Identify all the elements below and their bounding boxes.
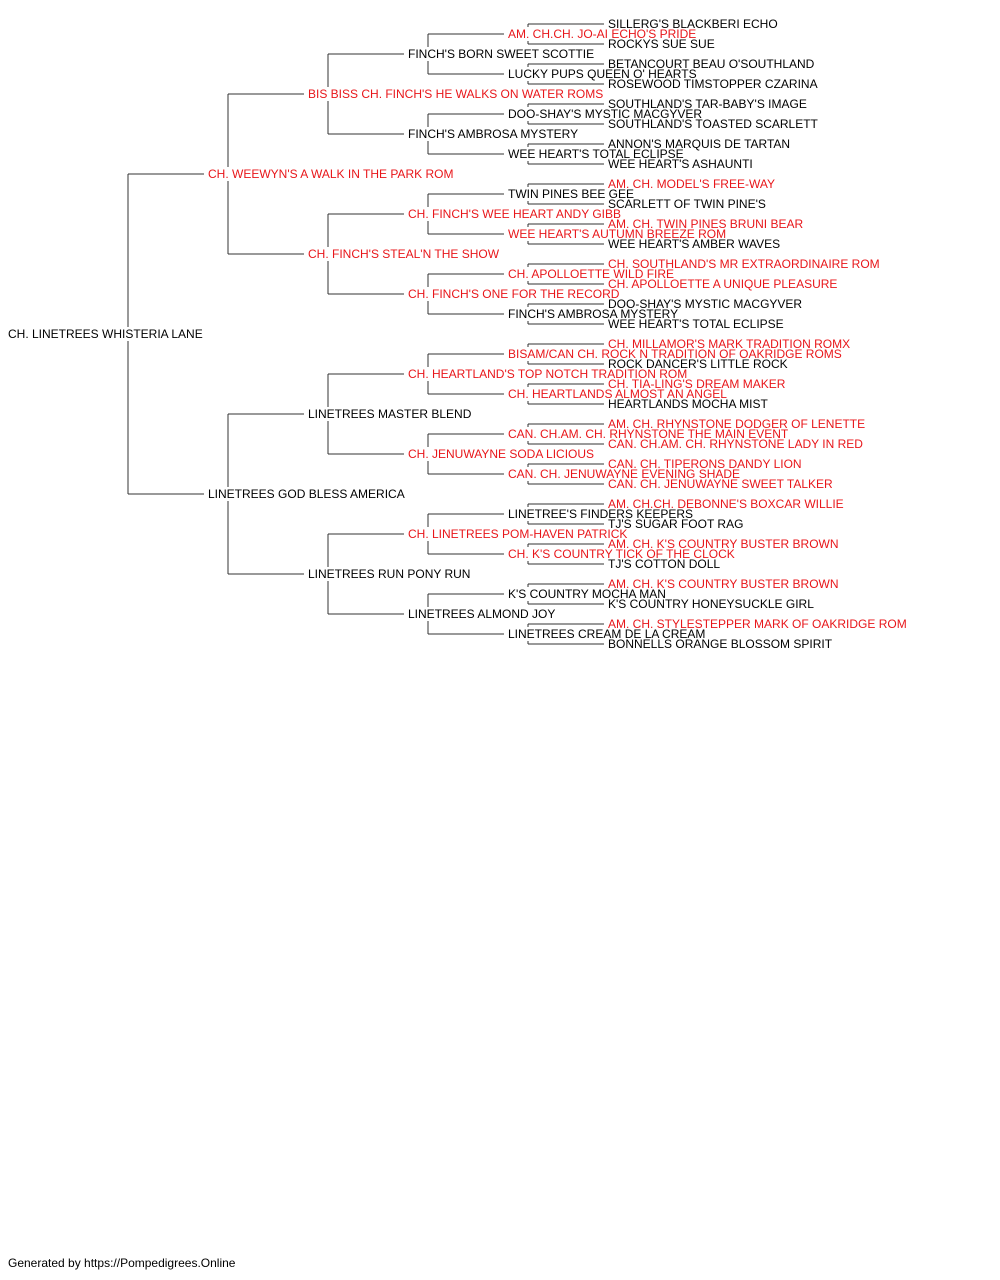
dog-name-gen-5: TJ'S SUGAR FOOT RAG — [608, 517, 743, 531]
dog-name-gen-5: ANNON'S MARQUIS DE TARTAN — [608, 137, 790, 151]
dog-name-gen-5: ROCKYS SUE SUE — [608, 37, 715, 51]
dog-name-gen-4: DOO-SHAY'S MYSTIC MACGYVER — [508, 107, 702, 121]
dog-name-gen-5: TJ'S COTTON DOLL — [608, 557, 720, 571]
dog-name-gen-3: CH. HEARTLAND'S TOP NOTCH TRADITION ROM — [408, 367, 687, 381]
dog-name-gen-5: SOUTHLAND'S TAR-BABY'S IMAGE — [608, 97, 807, 111]
dog-name-gen-4: CAN. CH.AM. CH. RHYNSTONE THE MAIN EVENT — [508, 427, 789, 441]
dog-name-gen-5: DOO-SHAY'S MYSTIC MACGYVER — [608, 297, 802, 311]
dog-name-gen-1: CH. WEEWYN'S A WALK IN THE PARK ROM — [208, 167, 453, 181]
dog-name-gen-3: CH. JENUWAYNE SODA LICIOUS — [408, 447, 594, 461]
footer-credit: Generated by https://Pompedigrees.Online — [8, 1256, 236, 1270]
dog-name-gen-5: AM. CH. MODEL'S FREE-WAY — [608, 177, 775, 191]
dog-name-gen-5: BONNELLS ORANGE BLOSSOM SPIRIT — [608, 637, 833, 651]
dog-name-gen-5: CAN. CH.AM. CH. RHYNSTONE LADY IN RED — [608, 437, 863, 451]
dog-name-gen-5: AM. CH. RHYNSTONE DODGER OF LENETTE — [608, 417, 865, 431]
dog-name-gen-5: WEE HEART'S TOTAL ECLIPSE — [608, 317, 784, 331]
dog-name-gen-4: CH. APOLLOETTE WILD FIRE — [508, 267, 674, 281]
dog-name-gen-4: BISAM/CAN CH. ROCK N TRADITION OF OAKRID… — [508, 347, 842, 361]
dog-name-gen-5: CH. MILLAMOR'S MARK TRADITION ROMX — [608, 337, 850, 351]
dog-name-gen-3: FINCH'S AMBROSA MYSTERY — [408, 127, 578, 141]
dog-name-gen-5: K'S COUNTRY HONEYSUCKLE GIRL — [608, 597, 814, 611]
dog-name-gen-1: LINETREES GOD BLESS AMERICA — [208, 487, 405, 501]
dog-name-gen-2: CH. FINCH'S STEAL'N THE SHOW — [308, 247, 500, 261]
dog-name-gen-5: CAN. CH. JENUWAYNE SWEET TALKER — [608, 477, 833, 491]
dog-name-gen-4: FINCH'S AMBROSA MYSTERY — [508, 307, 678, 321]
dog-name-gen-2: LINETREES MASTER BLEND — [308, 407, 472, 421]
dog-name-gen-5: WEE HEART'S AMBER WAVES — [608, 237, 780, 251]
dog-name-gen-5: CH. TIA-LING'S DREAM MAKER — [608, 377, 786, 391]
dog-name-gen-3: CH. FINCH'S WEE HEART ANDY GIBB — [408, 207, 621, 221]
dog-name-gen-4: CH. K'S COUNTRY TICK OF THE CLOCK — [508, 547, 735, 561]
dog-name-gen-4: WEE HEART'S TOTAL ECLIPSE — [508, 147, 684, 161]
dog-name-gen-0: CH. LINETREES WHISTERIA LANE — [8, 327, 203, 341]
dog-name-gen-4: CAN. CH. JENUWAYNE EVENING SHADE — [508, 467, 740, 481]
dog-name-gen-5: AM. CH. TWIN PINES BRUNI BEAR — [608, 217, 803, 231]
dog-name-gen-3: CH. LINETREES POM-HAVEN PATRICK — [408, 527, 627, 541]
dog-name-gen-4: LINETREE'S FINDERS KEEPERS — [508, 507, 693, 521]
dog-name-gen-5: WEE HEART'S ASHAUNTI — [608, 157, 753, 171]
dog-name-gen-5: CH. APOLLOETTE A UNIQUE PLEASURE — [608, 277, 837, 291]
dog-name-gen-5: SCARLETT OF TWIN PINE'S — [608, 197, 766, 211]
dog-name-gen-4: LINETREES CREAM DE LA CREAM — [508, 627, 705, 641]
dog-name-gen-4: TWIN PINES BEE GEE — [508, 187, 634, 201]
dog-name-gen-4: K'S COUNTRY MOCHA MAN — [508, 587, 666, 601]
dog-name-gen-5: BETANCOURT BEAU O'SOUTHLAND — [608, 57, 815, 71]
dog-name-gen-5: CAN. CH. TIPERONS DANDY LION — [608, 457, 802, 471]
dog-name-gen-3: LINETREES ALMOND JOY — [408, 607, 555, 621]
dog-name-gen-2: BIS BISS CH. FINCH'S HE WALKS ON WATER R… — [308, 87, 603, 101]
dog-name-gen-4: CH. HEARTLANDS ALMOST AN ANGEL — [508, 387, 727, 401]
dog-name-gen-4: WEE HEART'S AUTUMN BREEZE ROM — [508, 227, 726, 241]
dog-name-gen-5: HEARTLANDS MOCHA MIST — [608, 397, 768, 411]
dog-name-gen-5: AM. CH. STYLESTEPPER MARK OF OAKRIDGE RO… — [608, 617, 907, 631]
dog-name-gen-2: LINETREES RUN PONY RUN — [308, 567, 470, 581]
dog-name-gen-5: ROSEWOOD TIMSTOPPER CZARINA — [608, 77, 818, 91]
dog-name-gen-5: SOUTHLAND'S TOASTED SCARLETT — [608, 117, 819, 131]
dog-name-gen-3: CH. FINCH'S ONE FOR THE RECORD — [408, 287, 620, 301]
dog-name-gen-4: AM. CH.CH. JO-AI ECHO'S PRIDE — [508, 27, 696, 41]
dog-name-gen-4: LUCKY PUPS QUEEN O' HEARTS — [508, 67, 697, 81]
dog-name-gen-5: SILLERG'S BLACKBERI ECHO — [608, 17, 778, 31]
dog-name-gen-5: AM. CH. K'S COUNTRY BUSTER BROWN — [608, 537, 839, 551]
dog-name-gen-5: AM. CH.CH. DEBONNE'S BOXCAR WILLIE — [608, 497, 844, 511]
dog-name-gen-5: ROCK DANCER'S LITTLE ROCK — [608, 357, 788, 371]
dog-name-gen-3: FINCH'S BORN SWEET SCOTTIE — [408, 47, 594, 61]
dog-name-gen-5: AM. CH. K'S COUNTRY BUSTER BROWN — [608, 577, 839, 591]
dog-name-gen-5: CH. SOUTHLAND'S MR EXTRAORDINAIRE ROM — [608, 257, 880, 271]
